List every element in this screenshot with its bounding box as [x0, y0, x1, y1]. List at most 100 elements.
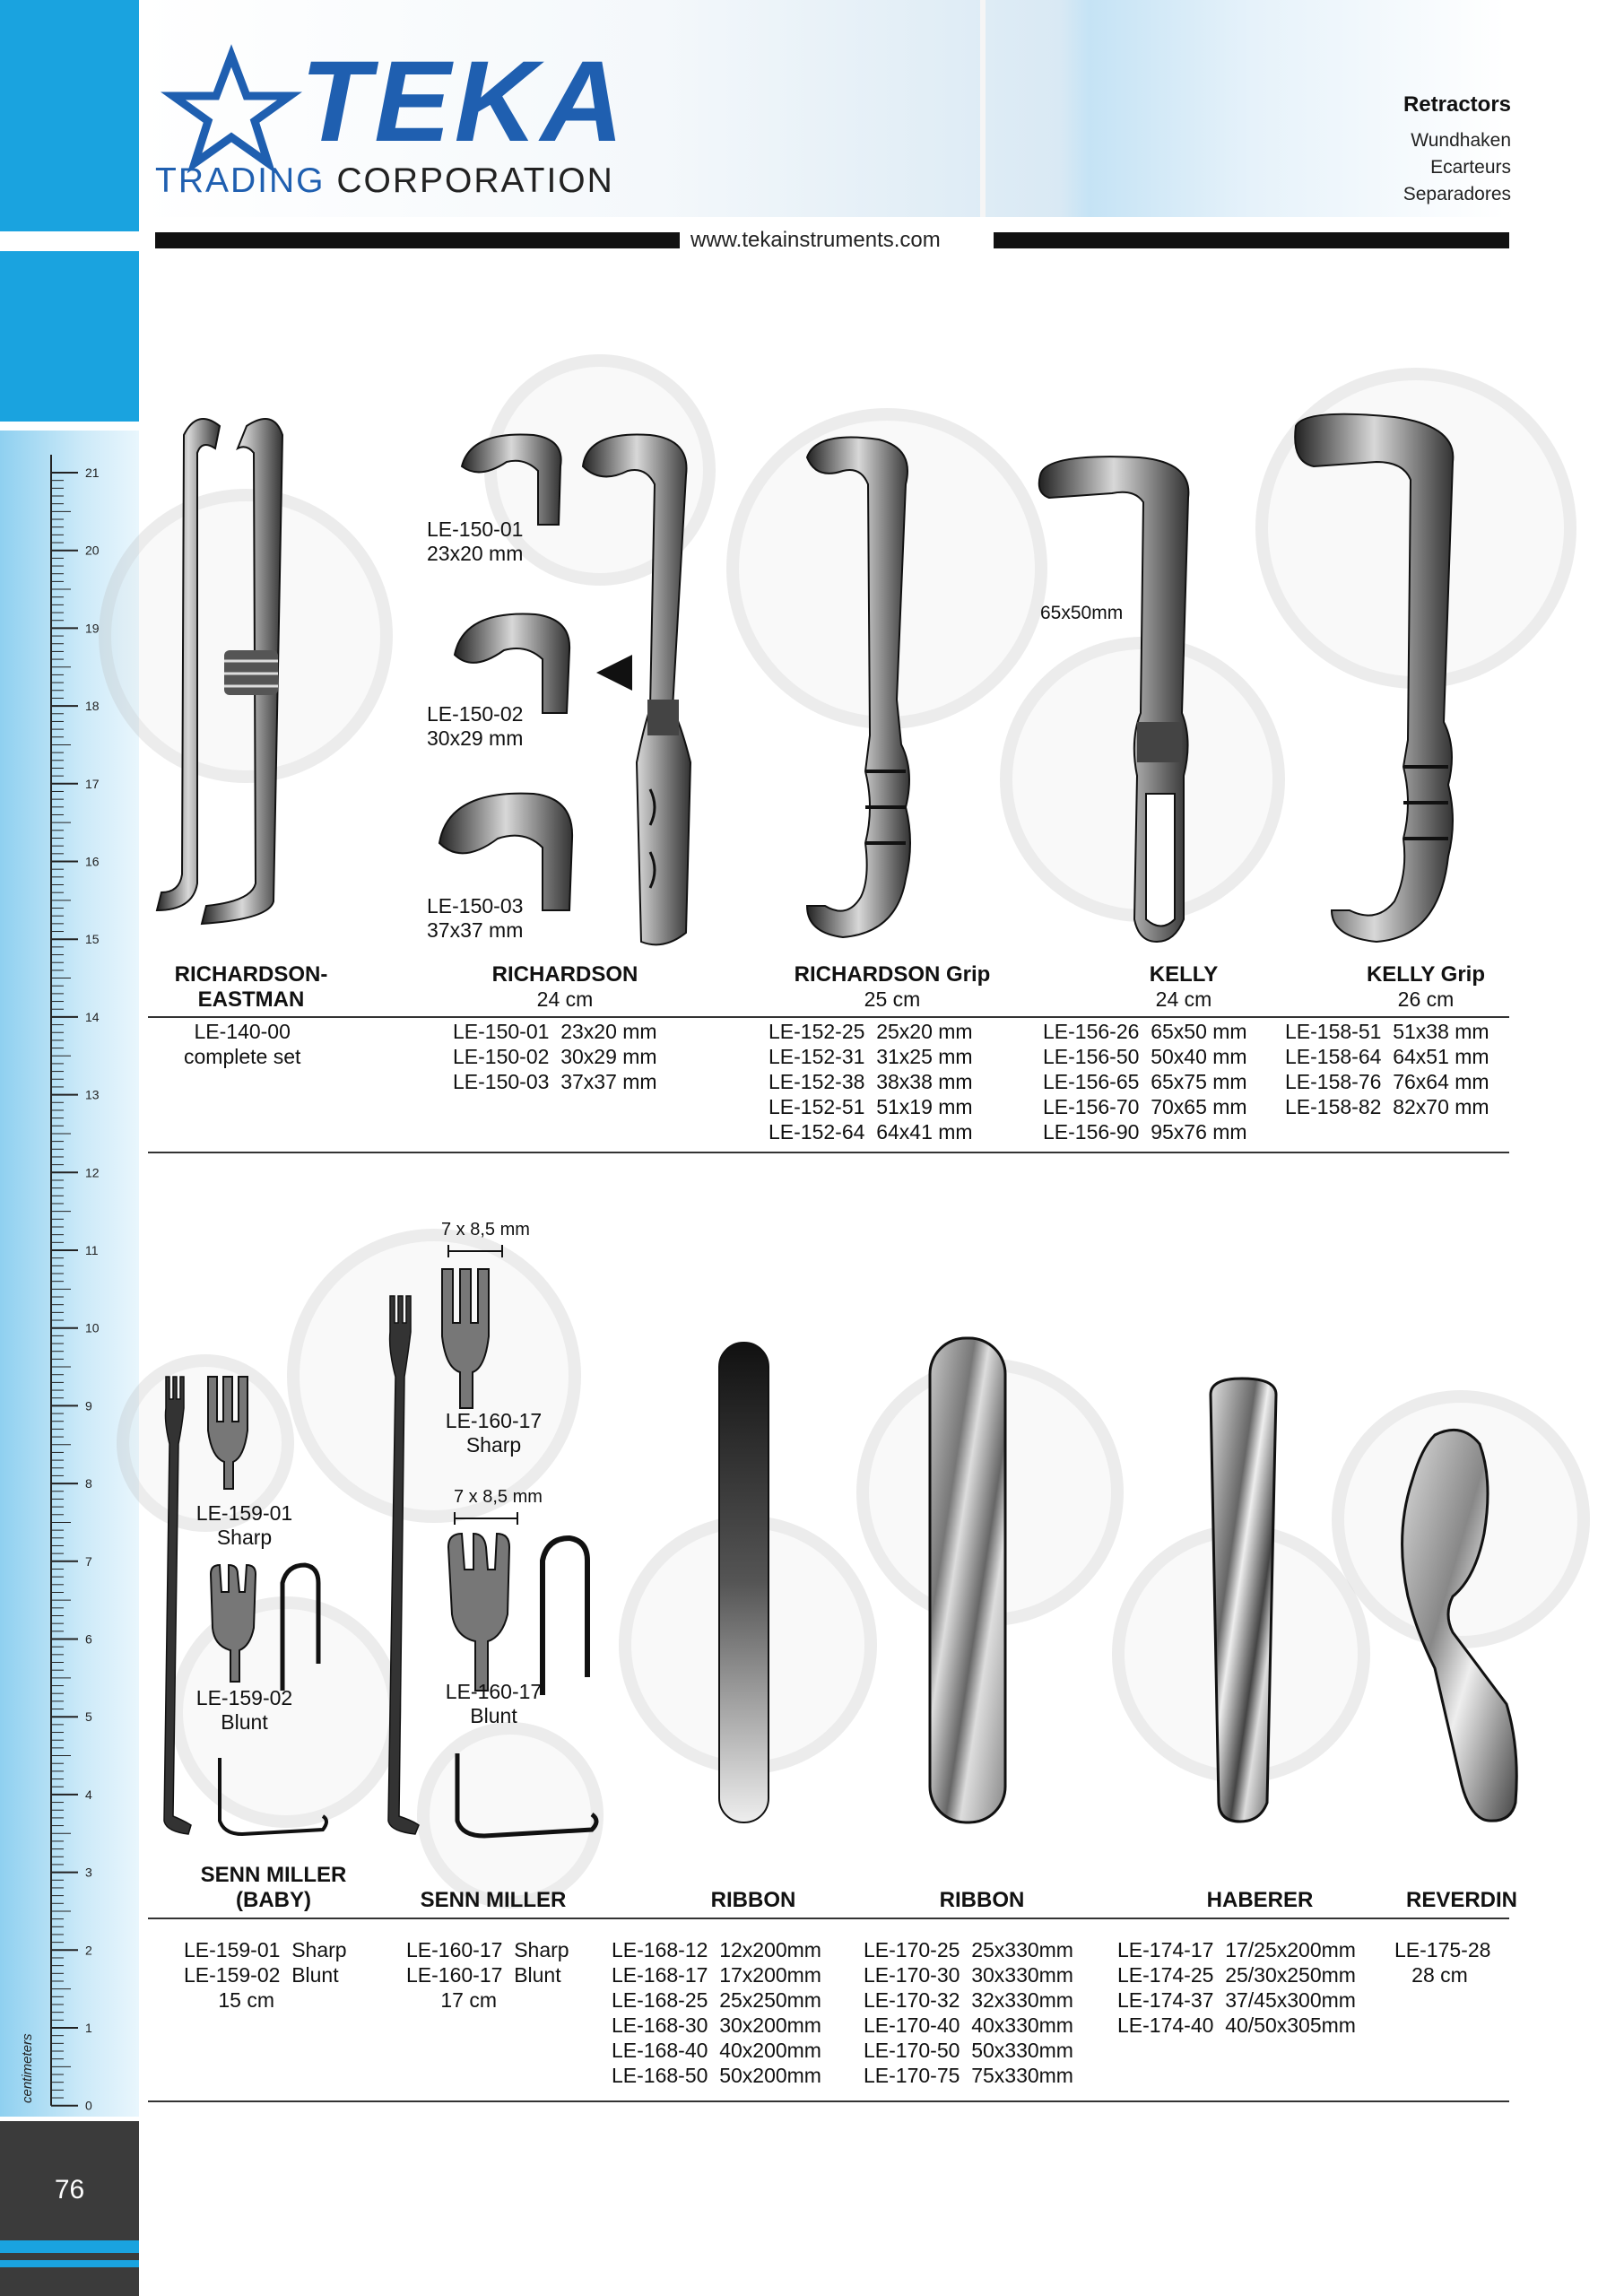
sidebar-top-block — [0, 0, 139, 231]
product-name-line: EASTMAN — [197, 987, 305, 1012]
dimension-label: 7 x 8,5 mm — [454, 1487, 543, 1507]
row-divider — [148, 1918, 1509, 1919]
ruler-number: 14 — [85, 1010, 100, 1024]
header-band — [139, 0, 1624, 217]
dimension-bracket-icon — [447, 1245, 503, 1257]
header-rule-right — [994, 232, 1509, 248]
reverdin-retractor-image — [1401, 1428, 1518, 1822]
catalog-codes: LE-168-12 12x200mm LE-168-17 17x200mm LE… — [612, 1938, 821, 2087]
variant-label: LE-159-01 Sharp — [188, 1501, 300, 1550]
senn-miller-baby-image — [163, 1376, 192, 1835]
ruler-number: 17 — [85, 777, 100, 791]
ruler-number: 16 — [85, 855, 100, 869]
richardson-retractor-image — [581, 433, 692, 946]
ruler-number: 21 — [85, 465, 100, 480]
catalog-codes: LE-152-25 25x20 mm LE-152-31 31x25 mm LE… — [769, 1020, 973, 1144]
rake-sharp-tip-image — [207, 1376, 248, 1490]
richardson-eastman-retractor-image — [155, 418, 284, 926]
ruler-number: 18 — [85, 699, 100, 713]
ruler-number: 3 — [85, 1866, 92, 1880]
senn-miller-blunt-end-image — [455, 1753, 599, 1839]
kelly-blade-size-label: 65x50mm — [1040, 603, 1124, 623]
blade-size-label: 37x37 mm — [427, 918, 524, 942]
product-name: SENN MILLER (BABY) — [170, 1863, 377, 1913]
senn-miller-image — [387, 1295, 420, 1835]
variant-tip: Blunt — [221, 1710, 268, 1734]
header-divider — [980, 0, 986, 217]
richardson-blade-01-image — [460, 433, 562, 526]
blade-code-label: LE-150-01 — [427, 517, 524, 541]
dimension-bracket-icon — [454, 1512, 518, 1525]
product-name: RIBBON — [939, 1888, 1025, 1912]
ribbon-retractor-image — [718, 1342, 769, 1823]
variant-tip: Sharp — [216, 1526, 273, 1549]
variant-label: LE-160-17 Sharp — [438, 1409, 550, 1457]
sidebar-accent-line — [0, 2240, 139, 2253]
product-name: SENN MILLER — [420, 1888, 567, 1912]
variant-code: LE-160-17 — [445, 1680, 543, 1703]
ruler-number: 2 — [85, 1943, 92, 1957]
ruler-number: 19 — [85, 621, 100, 635]
ruler-background — [0, 430, 139, 2117]
rake-blunt-tip-image — [209, 1562, 321, 1691]
variant-tip: Blunt — [470, 1704, 517, 1727]
variant-code: LE-160-17 — [445, 1409, 543, 1432]
page-title: Retractors — [1403, 92, 1511, 117]
sidebar-bottom-block — [0, 2121, 139, 2296]
blade-size-label: 30x29 mm — [427, 726, 524, 750]
rake-blunt-tip-image — [447, 1532, 590, 1695]
catalog-codes: LE-150-01 23x20 mm LE-150-02 30x29 mm LE… — [453, 1020, 657, 1093]
blade-size-label: 23x20 mm — [427, 542, 524, 565]
catalog-codes: LE-160-17 Sharp LE-160-17 Blunt 17 cm — [406, 1938, 569, 2012]
catalog-codes: LE-140-00 complete set — [184, 1020, 301, 1068]
logo-sub-trading: TRADING — [155, 161, 326, 200]
senn-miller-blunt-end-image — [218, 1758, 328, 1837]
ribbon-retractor-wide-image — [928, 1336, 1007, 1824]
product-name-line: RICHARDSON- — [174, 962, 328, 987]
ruler-number: 9 — [85, 1398, 92, 1413]
product-length: 25 cm — [864, 987, 921, 1011]
dimension-label: 7 x 8,5 mm — [441, 1220, 530, 1239]
product-name-line: (BABY) — [236, 1888, 311, 1912]
catalog-codes: LE-158-51 51x38 mm LE-158-64 64x51 mm LE… — [1285, 1020, 1489, 1118]
ruler-number: 6 — [85, 1632, 92, 1647]
variant-label: LE-160-17 Blunt — [438, 1680, 550, 1728]
product-name-line: SENN MILLER — [200, 1863, 347, 1887]
product-name: RICHARDSON — [491, 962, 638, 987]
product-name: RICHARDSON- EASTMAN — [148, 962, 354, 1013]
watermark-seal — [287, 1229, 581, 1523]
header-rule-left — [155, 232, 680, 248]
ruler-number: 7 — [85, 1554, 92, 1569]
richardson-blade-02-image — [453, 613, 571, 714]
variant-tip: Sharp — [465, 1433, 522, 1457]
ruler-number: 5 — [85, 1709, 92, 1724]
catalog-codes: LE-156-26 65x50 mm LE-156-50 50x40 mm LE… — [1043, 1020, 1247, 1144]
product-length: 26 cm — [1397, 987, 1455, 1011]
logo-subtitle: TRADING CORPORATION — [155, 161, 614, 201]
website-link[interactable]: www.tekainstruments.com — [690, 228, 941, 252]
product-length: 24 cm — [536, 987, 594, 1011]
rake-sharp-tip-image — [441, 1268, 490, 1409]
richardson-blade-03-image — [438, 792, 574, 911]
kelly-grip-retractor-image — [1294, 413, 1455, 944]
haberer-retractor-image — [1209, 1377, 1278, 1823]
variant-code: LE-159-02 — [195, 1686, 293, 1709]
kelly-retractor-image — [1038, 456, 1190, 944]
blade-code-label: LE-150-03 — [427, 894, 524, 918]
ruler-number: 10 — [85, 1321, 100, 1335]
ruler-number: 20 — [85, 544, 100, 558]
title-spanish: Separadores — [1403, 184, 1511, 204]
title-german: Wundhaken — [1411, 130, 1511, 151]
ruler-number: 8 — [85, 1476, 92, 1491]
ruler-number: 11 — [85, 1243, 99, 1257]
logo-sub-corporation: CORPORATION — [336, 161, 614, 200]
star-logo-icon — [161, 44, 302, 174]
ruler-unit-label: centimeters — [20, 2033, 35, 2103]
catalog-codes: LE-174-17 17/25x200mm LE-174-25 25/30x25… — [1117, 1938, 1356, 2037]
ruler-number: 13 — [85, 1088, 100, 1102]
sidebar-accent-line — [0, 2260, 139, 2267]
richardson-grip-retractor-image — [805, 436, 911, 939]
product-name: REVERDIN — [1405, 1888, 1518, 1912]
product-length: 24 cm — [1155, 987, 1212, 1011]
